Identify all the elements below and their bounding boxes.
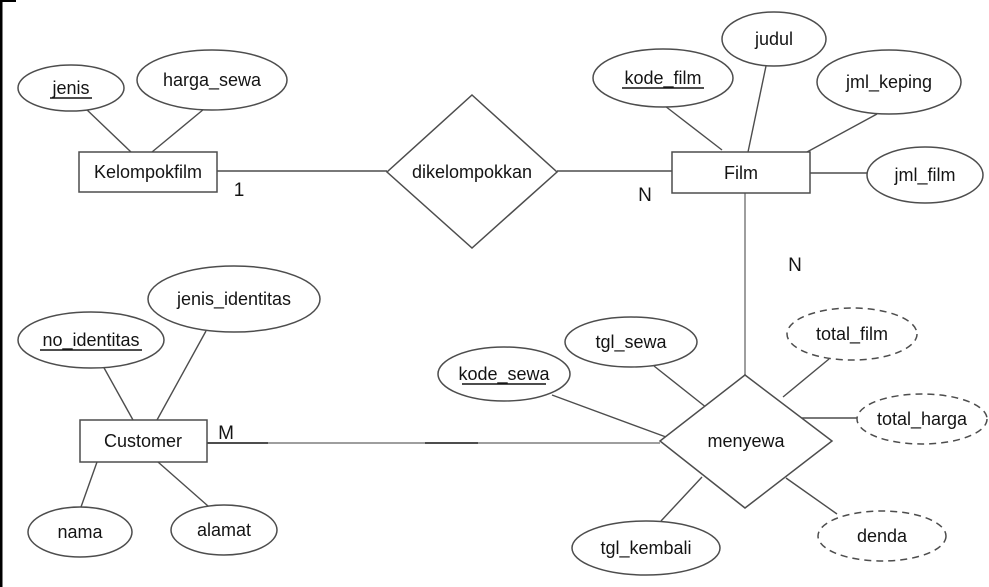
line-kodesewa-menyewa [551, 394, 667, 438]
entity-kelompokfilm-label: Kelompokfilm [94, 162, 202, 182]
attribute-nama [27, 506, 133, 558]
line-noidentitas-customer [102, 365, 134, 421]
attribute-total-film-derived [786, 307, 918, 361]
attribute-tgl-kembali [571, 520, 721, 576]
attribute-nama-label: nama [57, 522, 103, 542]
page-top-left-tick [0, 0, 16, 2]
line-jenis-kelompokfilm [84, 107, 132, 153]
attribute-judul-label: judul [754, 29, 793, 49]
attribute-harga-sewa [136, 49, 288, 111]
attribute-total-film-label: total_film [816, 324, 888, 345]
attribute-total-harga-label: total_harga [877, 409, 968, 430]
attribute-tgl-sewa-label: tgl_sewa [595, 332, 667, 353]
attribute-kode-film-label: kode_film [624, 68, 701, 89]
attribute-jml-keping-label: jml_keping [845, 72, 932, 93]
relationship-dikelompokkan-label: dikelompokkan [412, 162, 532, 182]
attribute-no-identitas [17, 311, 165, 369]
line-totalfilm-menyewa [782, 358, 830, 398]
attribute-denda-label: denda [857, 526, 908, 546]
relationship-menyewa-label: menyewa [707, 431, 785, 451]
attribute-judul [721, 11, 827, 67]
line-menyewa-tglkembali [660, 476, 703, 522]
attribute-jenis-identitas-label: jenis_identitas [176, 289, 291, 310]
attribute-jenis-identitas [147, 265, 321, 333]
attribute-jml-film-label: jml_film [894, 165, 956, 186]
line-hargasewa-kelompokfilm [151, 108, 205, 153]
entity-customer [79, 419, 208, 463]
connector-lines [80, 65, 878, 522]
attribute-tgl-sewa [564, 316, 698, 368]
attribute-total-harga-derived [856, 393, 988, 445]
attribute-jml-film [866, 146, 984, 204]
attribute-kode-sewa-label: kode_sewa [458, 364, 550, 385]
cardinality-film-n: N [638, 185, 652, 206]
entity-film [671, 151, 811, 194]
line-jenisidentitas-customer [156, 330, 207, 421]
attribute-alamat [170, 504, 278, 556]
entity-film-label: Film [724, 163, 758, 183]
attribute-jml-keping [816, 49, 962, 115]
entity-customer-label: Customer [104, 431, 182, 451]
page-left-edge-line [0, 0, 3, 587]
cardinality-kelompokfilm-1: 1 [234, 180, 245, 201]
attribute-harga-sewa-label: harga_sewa [163, 70, 262, 91]
line-kodefilm-film [664, 105, 723, 151]
attribute-kode-sewa [437, 346, 571, 402]
cardinality-customer-m: M [218, 423, 234, 444]
relationship-dikelompokkan [385, 93, 559, 250]
attribute-alamat-label: alamat [197, 520, 251, 540]
line-tglsewa-menyewa [653, 365, 708, 409]
attribute-tgl-kembali-label: tgl_kembali [600, 538, 691, 559]
relationship-menyewa [658, 374, 834, 509]
attribute-no-identitas-label: no_identitas [42, 330, 139, 351]
cardinality-film-menyewa-n: N [788, 255, 802, 276]
entity-kelompokfilm [78, 151, 218, 193]
attribute-jenis [17, 64, 125, 112]
line-customer-alamat [157, 461, 209, 507]
attribute-jenis-label: jenis [51, 78, 89, 98]
line-judul-film [747, 65, 767, 153]
line-jmlkeping-film [806, 113, 878, 153]
attribute-kode-film [592, 48, 734, 108]
line-menyewa-denda [785, 477, 838, 515]
attribute-denda-derived [817, 510, 947, 562]
line-customer-nama [80, 461, 98, 508]
